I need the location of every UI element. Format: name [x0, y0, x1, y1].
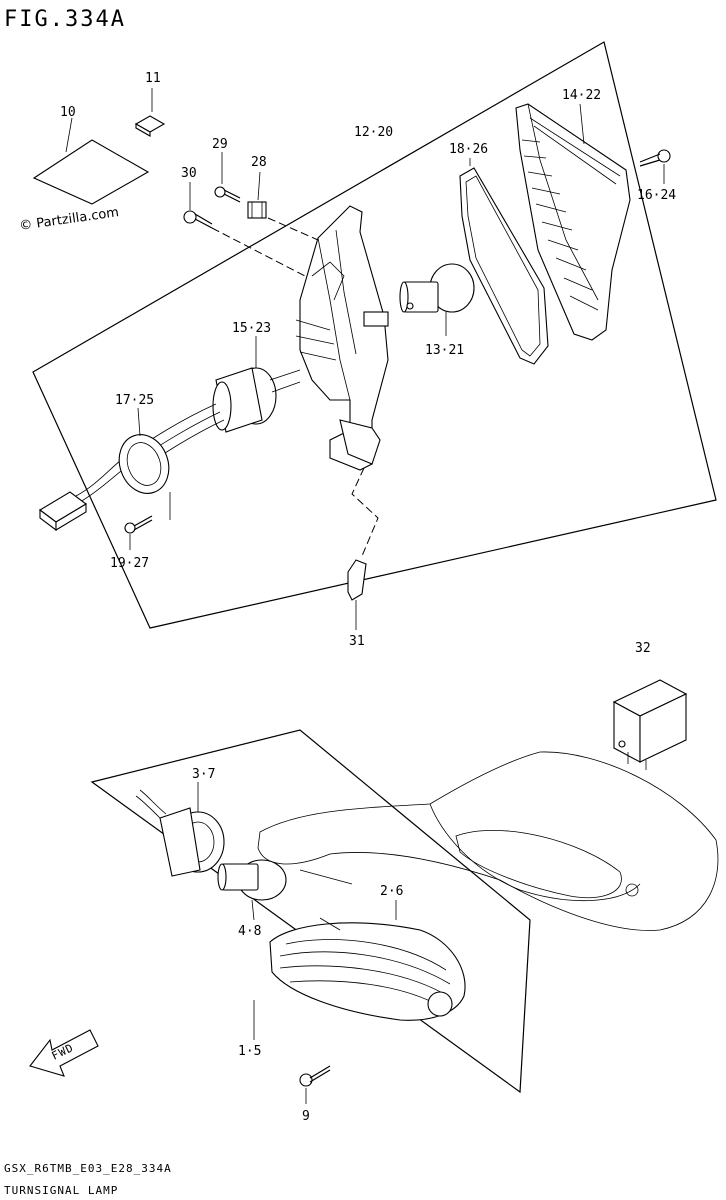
part-19-27-screw[interactable] — [124, 492, 171, 550]
callout-9: 9 — [302, 1109, 310, 1124]
callout-3-7: 3·7 — [192, 767, 215, 782]
callout-18-26: 18·26 — [449, 142, 488, 157]
part-14-22-screw[interactable] — [639, 149, 671, 184]
diagram-caption: TURNSIGNAL LAMP — [4, 1184, 118, 1197]
part-28-clip-nut[interactable] — [247, 171, 267, 219]
part-11-pad[interactable] — [134, 88, 166, 137]
part-30-screw[interactable] — [183, 182, 213, 229]
part-15-23-bulb[interactable] — [399, 263, 475, 336]
part-3-7-socket[interactable] — [135, 782, 225, 877]
part-31-clip[interactable] — [347, 467, 379, 630]
callout-14-22: 16·24 — [637, 188, 676, 203]
figure-title: FIG.334A — [4, 7, 126, 32]
mirror-housing — [257, 751, 719, 931]
part-10-label-sheet[interactable] — [32, 117, 150, 205]
callout-17-25: 17·25 — [115, 393, 154, 408]
callout-30: 30 — [181, 166, 197, 181]
callout-4-8: 4·8 — [238, 924, 261, 939]
assembly-line — [267, 217, 319, 241]
callout-12-20: 12·20 — [354, 125, 393, 140]
part-4-8-bulb[interactable] — [217, 859, 287, 921]
fwd-arrow-icon: FWD — [29, 1029, 99, 1077]
callout-29: 29 — [212, 137, 228, 152]
callout-16-24: 15·23 — [232, 321, 271, 336]
part-13-21-lens[interactable] — [515, 103, 631, 341]
callout-2-6: 2·6 — [380, 884, 403, 899]
assembly-line — [211, 227, 306, 277]
callout-32: 32 — [635, 641, 651, 656]
part-29-screw[interactable] — [214, 152, 241, 203]
part-17-25-grommet[interactable] — [111, 407, 177, 500]
part-32-relay[interactable] — [612, 679, 688, 770]
callout-1-5: 1·5 — [238, 1044, 261, 1059]
callout-19-27: 19·27 — [110, 556, 149, 571]
part-16-24-socket[interactable] — [212, 336, 301, 433]
callout-10: 10 — [60, 105, 76, 120]
callout-11: 11 — [145, 71, 161, 86]
callout-15-23: 13·21 — [425, 343, 464, 358]
part-18-26-gasket[interactable] — [459, 158, 549, 365]
watermark: © Partzilla.com — [18, 205, 119, 234]
turn-signal-housing-bracket[interactable] — [295, 205, 389, 471]
part-2-6-front-turn-signal[interactable] — [269, 900, 466, 1021]
callout-13-21: 14·22 — [562, 88, 601, 103]
part-9-screw[interactable] — [299, 1065, 331, 1104]
model-code: GSX_R6TMB_E03_E28_334A — [4, 1162, 172, 1175]
callout-31: 31 — [349, 634, 365, 649]
callout-28: 28 — [251, 155, 267, 170]
wire-connector[interactable] — [39, 491, 87, 532]
upper-assembly-frame — [32, 41, 717, 629]
